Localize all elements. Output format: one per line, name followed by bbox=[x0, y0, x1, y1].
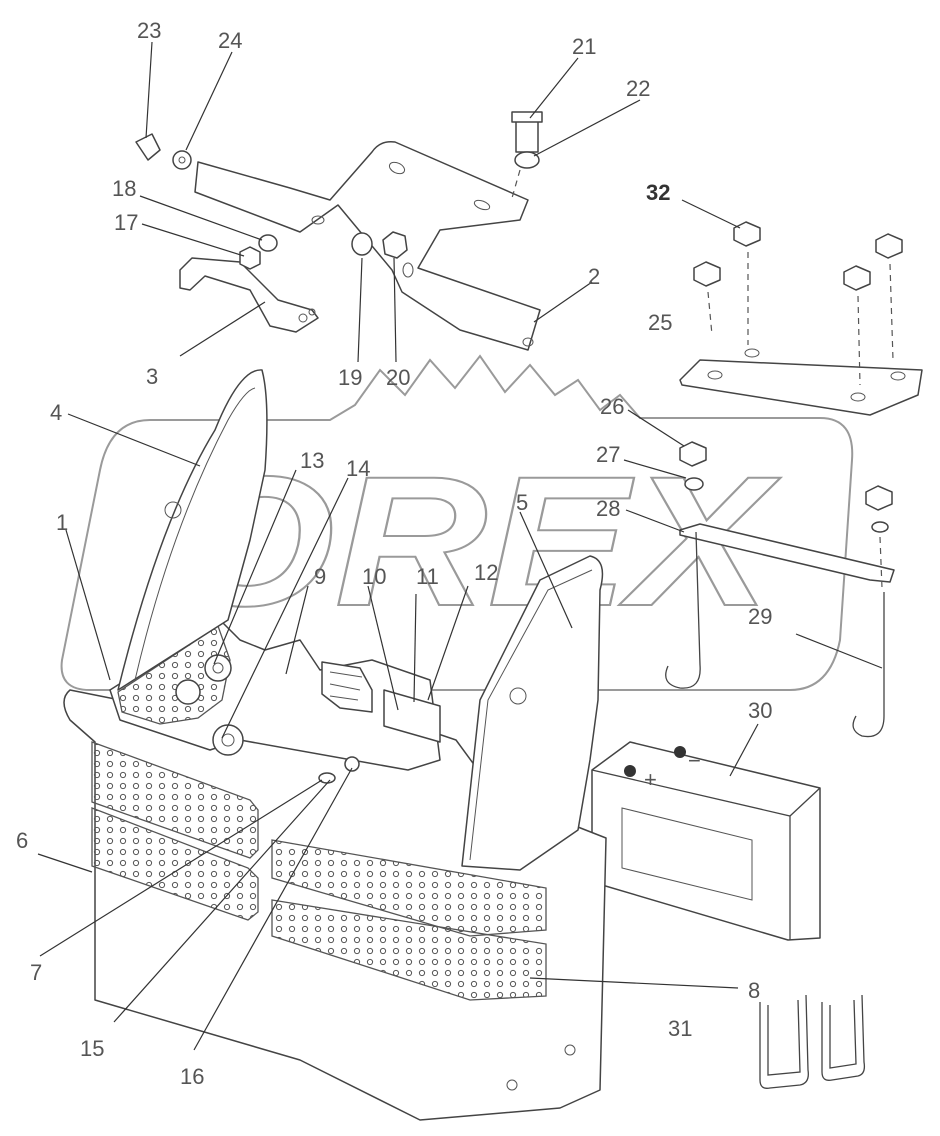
callout-19: 19 bbox=[338, 365, 362, 390]
bracket-part-2 bbox=[194, 140, 541, 351]
callout-21: 21 bbox=[572, 34, 596, 59]
nut-32-d bbox=[875, 233, 903, 259]
u-clip-part-31 bbox=[759, 994, 866, 1089]
battery-hold-down bbox=[665, 441, 895, 738]
callout-9: 9 bbox=[314, 564, 326, 589]
callout-13: 13 bbox=[300, 448, 324, 473]
nut-17 bbox=[239, 246, 261, 270]
washer-18 bbox=[258, 234, 278, 252]
callout-23: 23 bbox=[137, 18, 161, 43]
callout-1: 1 bbox=[56, 510, 68, 535]
callout-29: 29 bbox=[748, 604, 772, 629]
watermark-logo: OREX bbox=[60, 354, 854, 691]
callout-labels: 23 24 21 22 18 17 2 3 19 20 32 25 26 27 … bbox=[16, 18, 772, 1089]
nut-20 bbox=[382, 231, 408, 259]
callout-22: 22 bbox=[626, 76, 650, 101]
callout-30: 30 bbox=[748, 698, 772, 723]
nut-14 bbox=[212, 724, 244, 756]
side-panel-part-5 bbox=[461, 555, 604, 871]
watermark-text: OREX bbox=[170, 439, 781, 645]
callout-31: 31 bbox=[668, 1016, 692, 1041]
nut-32-b bbox=[693, 261, 721, 287]
callout-7: 7 bbox=[30, 960, 42, 985]
bolt-23 bbox=[135, 133, 161, 161]
grille-part-8 bbox=[91, 741, 576, 1091]
bar-28 bbox=[679, 523, 895, 583]
callout-17: 17 bbox=[114, 210, 138, 235]
washer-22 bbox=[514, 151, 540, 169]
washer-15 bbox=[318, 772, 336, 784]
callout-2: 2 bbox=[588, 264, 600, 289]
callout-6: 6 bbox=[16, 828, 28, 853]
positive-terminal-label: + bbox=[644, 767, 657, 792]
nut-26 bbox=[679, 441, 707, 467]
hook-rod-29-a bbox=[665, 531, 701, 689]
washer-24 bbox=[172, 150, 192, 170]
callout-5: 5 bbox=[516, 490, 528, 515]
callout-10: 10 bbox=[362, 564, 386, 589]
nut-32-c bbox=[843, 265, 871, 291]
bracket-12 bbox=[383, 689, 441, 743]
nut-13 bbox=[204, 654, 232, 682]
callout-11: 11 bbox=[416, 564, 439, 589]
hook-rod-29-b bbox=[852, 592, 885, 738]
callout-12: 12 bbox=[474, 560, 498, 585]
callout-24: 24 bbox=[218, 28, 242, 53]
watermark-gear-outline bbox=[60, 354, 854, 691]
callout-14: 14 bbox=[346, 456, 370, 481]
callout-26: 26 bbox=[600, 394, 624, 419]
callout-16: 16 bbox=[180, 1064, 204, 1089]
nut-26-b bbox=[865, 485, 893, 511]
leader-lines bbox=[37, 41, 883, 1051]
nut-32-a bbox=[733, 221, 761, 247]
callout-25: 25 bbox=[648, 310, 672, 335]
callout-27: 27 bbox=[596, 442, 620, 467]
callout-28: 28 bbox=[596, 496, 620, 521]
callout-4: 4 bbox=[50, 400, 62, 425]
nut-16 bbox=[344, 756, 360, 772]
washer-27 bbox=[684, 477, 704, 491]
callout-32: 32 bbox=[646, 180, 670, 205]
callout-3: 3 bbox=[146, 364, 158, 389]
callout-20: 20 bbox=[386, 365, 410, 390]
battery-part-30: + − bbox=[591, 741, 821, 941]
negative-terminal-icon bbox=[674, 746, 686, 758]
hardware-parts bbox=[135, 111, 543, 270]
callout-18: 18 bbox=[112, 176, 136, 201]
negative-terminal-label: − bbox=[688, 748, 701, 773]
plate-part-25 bbox=[679, 221, 923, 416]
positive-terminal-icon bbox=[624, 765, 636, 777]
side-panel-part-4 bbox=[117, 369, 268, 691]
bolt-21 bbox=[515, 117, 539, 153]
callout-8: 8 bbox=[748, 978, 760, 1003]
washer-19 bbox=[351, 232, 373, 256]
callout-15: 15 bbox=[80, 1036, 104, 1061]
